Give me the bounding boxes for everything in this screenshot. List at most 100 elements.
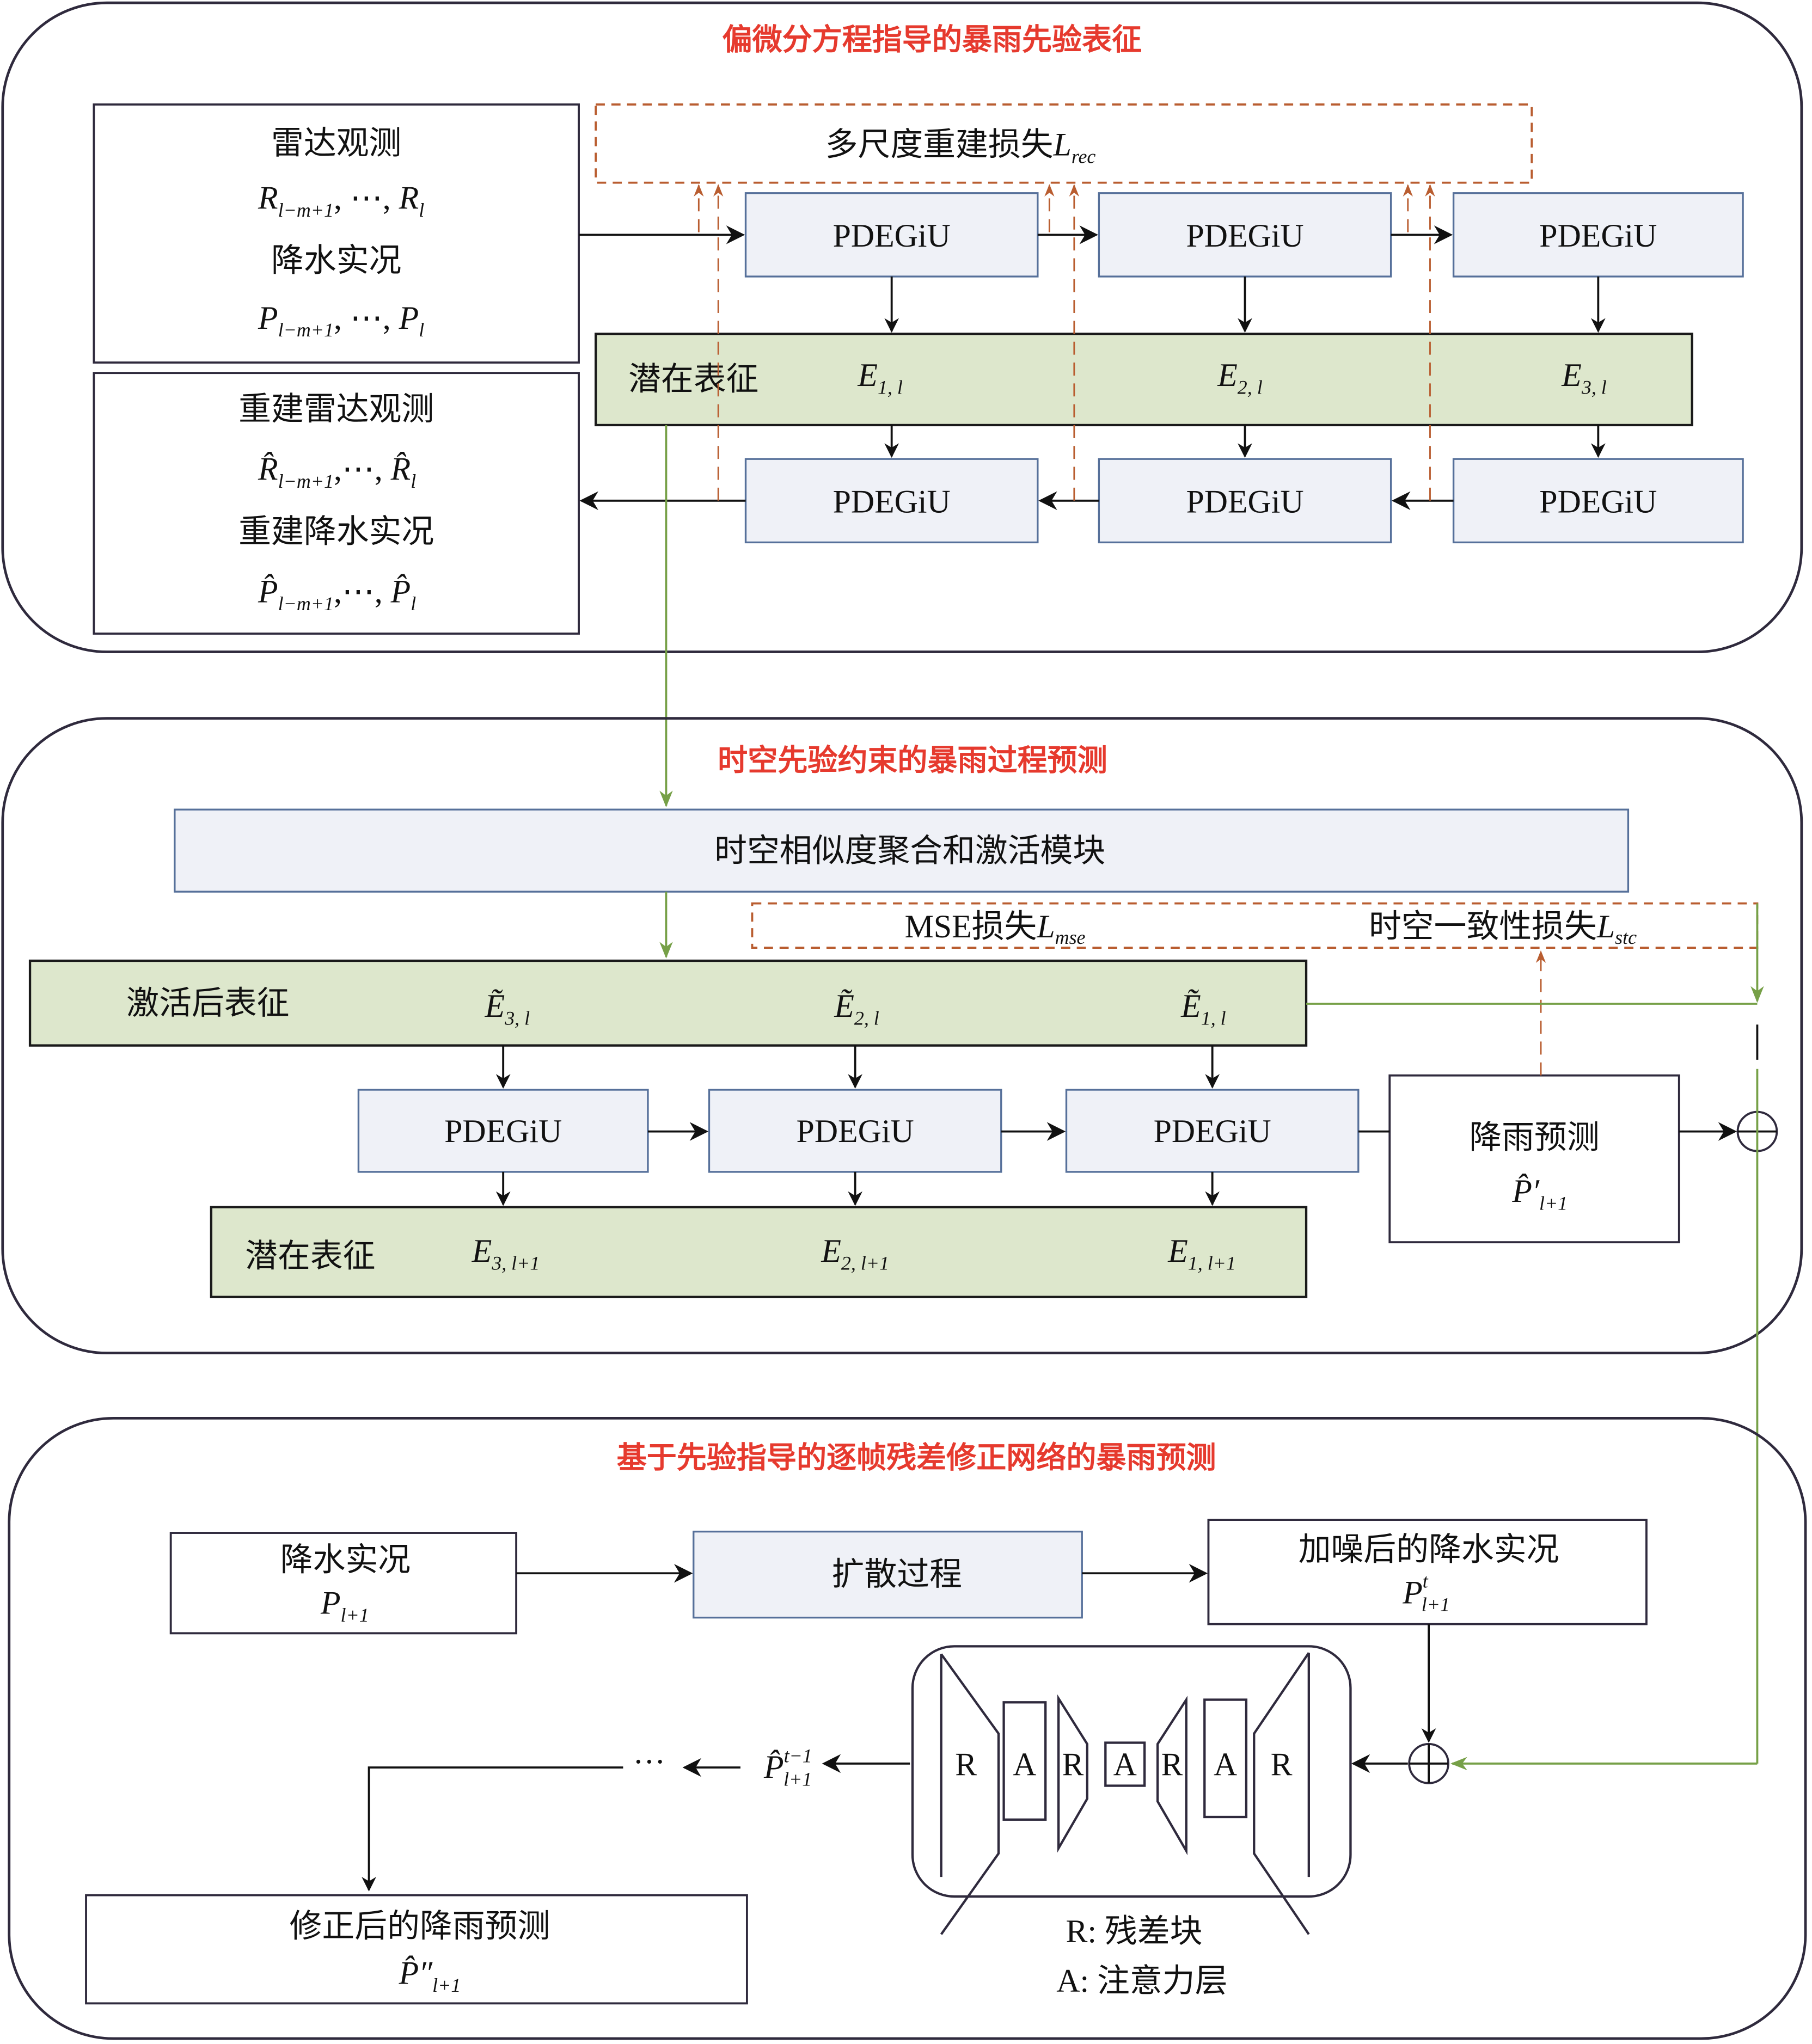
reconstructed-radar-label: 重建雷达观测 [238, 391, 434, 427]
svg-text:P̂″l+1: P̂″l+1 [399, 1955, 461, 1996]
next-latent-e3: E3, l+1 [472, 1233, 540, 1274]
ellipsis: ··· [633, 1744, 665, 1780]
section-title: 偏微分方程指导的暴雨先验表征 [723, 22, 1142, 57]
latent-representation-bar: 潜在表征 E1, l E2, l E3, l [595, 333, 1693, 427]
residual-correction-unet: R A R A R A R [911, 1645, 1352, 1935]
precipitation-observation-label: 降水实况 [271, 242, 401, 278]
encoder-block-3: PDEGiU [1452, 192, 1744, 278]
encoder-block-2: PDEGiU [1098, 192, 1392, 278]
svg-text:Ptl+1: Ptl+1 [1402, 1570, 1450, 1616]
svg-text:降水实况: 降水实况 [280, 1542, 411, 1577]
svg-text:PDEGiU: PDEGiU [1539, 483, 1657, 519]
section-spatiotemporal-prediction: 时空先验约束的暴雨过程预测 时空相似度聚合和激活模块 MSE损失Lmse 时空一… [1, 717, 1803, 1355]
svg-text:加噪后的降水实况: 加噪后的降水实况 [1299, 1531, 1559, 1567]
reconstructed-precipitation-label: 重建降水实况 [238, 513, 434, 549]
prediction-block-1: PDEGiU [357, 1089, 649, 1173]
input-box [93, 103, 580, 364]
corrected-prediction-box: 修正后的降雨预测 P̂″l+1 [85, 1894, 748, 2005]
unet-letter: R [955, 1746, 977, 1782]
decoder-block-1: PDEGiU [744, 458, 1039, 544]
attention-block-bottleneck [1104, 1741, 1146, 1787]
precipitation-sequence: Pl−m+1, ⋯, Pl [258, 300, 424, 341]
decoder-block-3: PDEGiU [1452, 458, 1744, 544]
decoder-block-2: PDEGiU [1098, 458, 1392, 544]
svg-text:PDEGiU: PDEGiU [1186, 483, 1303, 519]
legend-residual: R: 残差块 [1066, 1913, 1202, 1949]
latent-e2: E2, l [1217, 357, 1262, 398]
activated-e2: Ẽ2, l [834, 988, 879, 1029]
mse-loss-label: MSE损失Lmse [905, 909, 1086, 948]
reconstruction-box [93, 372, 580, 635]
unet-letter: R [1271, 1746, 1293, 1782]
encoder-block-1: PDEGiU [744, 192, 1039, 278]
unet-letter: A [1113, 1746, 1137, 1782]
unet-letter: R [1062, 1746, 1084, 1782]
section-pde-prior-representation: 偏微分方程指导的暴雨先验表征 多尺度重建损失 Lrec 雷达观测 Rl−m+1,… [1, 1, 1803, 653]
radar-observation-label: 雷达观测 [271, 125, 401, 161]
radar-sequence: Rl−m+1, ⋯, Rl [258, 180, 424, 220]
svg-text:PDEGiU: PDEGiU [833, 483, 951, 519]
legend-attention: A: 注意力层 [1056, 1963, 1227, 1999]
attention-block-2 [1203, 1698, 1248, 1819]
legend: R: 残差块 A: 注意力层 [1056, 1913, 1227, 1999]
prediction-block-3: PDEGiU [1065, 1089, 1360, 1173]
next-latent-e1: E1, l+1 [1167, 1233, 1236, 1274]
attention-block-1 [1002, 1701, 1047, 1821]
svg-text:PDEGiU: PDEGiU [797, 1113, 914, 1149]
svg-text:时空相似度聚合和激活模块: 时空相似度聚合和激活模块 [714, 833, 1105, 869]
section-title: 时空先验约束的暴雨过程预测 [718, 742, 1107, 777]
residual-block-up-2 [1253, 1652, 1310, 1935]
activated-representation-bar: 激活后表征 Ẽ3, l Ẽ2, l Ẽ1, l [28, 959, 1308, 1047]
reconstruction-loss-label: 多尺度重建损失 [825, 126, 1054, 162]
activated-label: 激活后表征 [126, 985, 289, 1021]
reconstructed-radar-sequence: R̂l−m+1,⋯, R̂l [258, 451, 416, 492]
activated-e1: Ẽ1, l [1180, 988, 1226, 1029]
svg-text:PDEGiU: PDEGiU [1154, 1113, 1271, 1149]
reconstruction-loss-symbol: Lrec [1053, 126, 1096, 167]
unet-letter: R [1161, 1746, 1183, 1782]
svg-text:PDEGiU: PDEGiU [1539, 218, 1657, 254]
prior-guidance-green-path [1450, 903, 1764, 1771]
svg-text:降雨预测: 降雨预测 [1469, 1120, 1599, 1156]
residual-block-down-1 [940, 1653, 1000, 1935]
activated-e3: Ẽ3, l [485, 988, 530, 1029]
svg-text:PDEGiU: PDEGiU [1186, 218, 1303, 254]
unet-container [911, 1645, 1352, 1898]
reconstruction-loss-box [595, 103, 1533, 184]
svg-text:PDEGiU: PDEGiU [833, 218, 951, 254]
sum-node-2 [1408, 1742, 1449, 1784]
latent-label: 潜在表征 [628, 361, 758, 397]
aggregation-activation-module: 时空相似度聚合和激活模块 [174, 808, 1630, 893]
section-frame [1, 717, 1803, 1355]
section-frame [1, 1, 1803, 653]
svg-text:修正后的降雨预测: 修正后的降雨预测 [290, 1908, 550, 1944]
precipitation-observation-box: 降水实况 Pl+1 [169, 1532, 518, 1635]
section-residual-correction: 基于先验指导的逐帧残差修正网络的暴雨预测 降水实况 Pl+1 扩散过程 加噪后的… [8, 1416, 1807, 2040]
svg-text:P̂′l+1: P̂′l+1 [1511, 1173, 1568, 1214]
stc-loss-label: 时空一致性损失Lstc [1369, 909, 1637, 948]
latent-e3: E3, l [1561, 357, 1606, 398]
unet-letter: A [1013, 1746, 1036, 1782]
reconstructed-precipitation-sequence: P̂l−m+1,⋯, P̂l [258, 574, 416, 615]
next-latent-representation-bar: 潜在表征 E3, l+1 E2, l+1 E1, l+1 [210, 1206, 1308, 1298]
prediction-block-2: PDEGiU [708, 1089, 1002, 1173]
svg-text:扩散过程: 扩散过程 [832, 1556, 962, 1592]
diffusion-process-block: 扩散过程 [693, 1530, 1083, 1619]
svg-text:PDEGiU: PDEGiU [444, 1113, 562, 1149]
rainfall-prediction-box: 降雨预测 P̂′l+1 [1388, 1074, 1680, 1244]
latent-e1: E1, l [857, 357, 902, 398]
svg-text:Pl+1: Pl+1 [320, 1585, 369, 1625]
section3-arrows [362, 1564, 1436, 1892]
prediction-loss-box [751, 902, 1759, 949]
section2-arrows [495, 1045, 1737, 1206]
unet-letter: A [1214, 1746, 1237, 1782]
residual-block-down-2 [1057, 1694, 1088, 1853]
section-title: 基于先验指导的逐帧残差修正网络的暴雨预测 [617, 1440, 1216, 1475]
reconstruction-loss-arrows [694, 184, 1435, 501]
section-frame [8, 1416, 1807, 2040]
next-latent-label: 潜在表征 [245, 1238, 375, 1274]
next-latent-e2: E2, l+1 [821, 1233, 889, 1274]
